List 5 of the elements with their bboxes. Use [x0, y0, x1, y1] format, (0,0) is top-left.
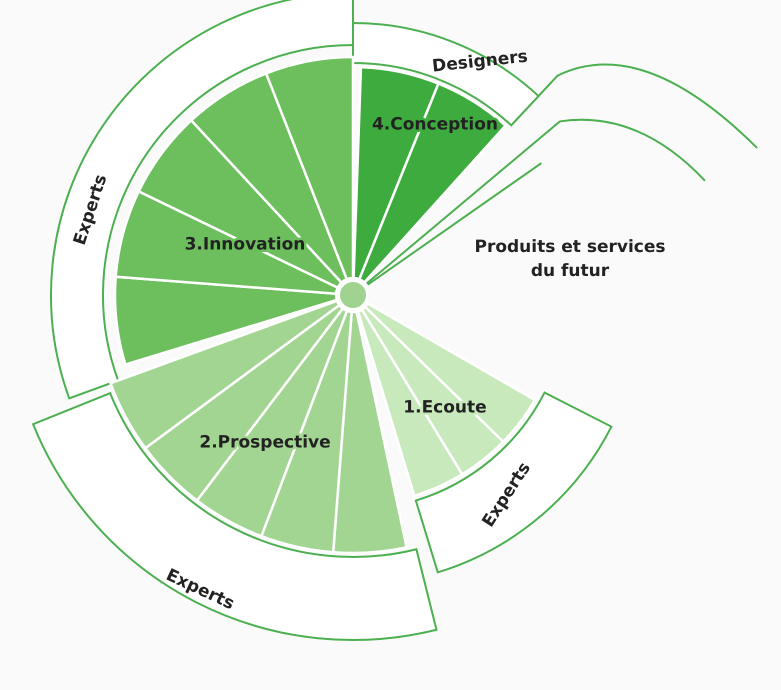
caption-text: Produits et services du futur: [473, 236, 667, 283]
ring-band: [50, 0, 354, 400]
band-label: Designers: [431, 46, 529, 77]
fan-sector: [114, 56, 354, 366]
sector-label: 1.Ecoute: [403, 398, 487, 418]
